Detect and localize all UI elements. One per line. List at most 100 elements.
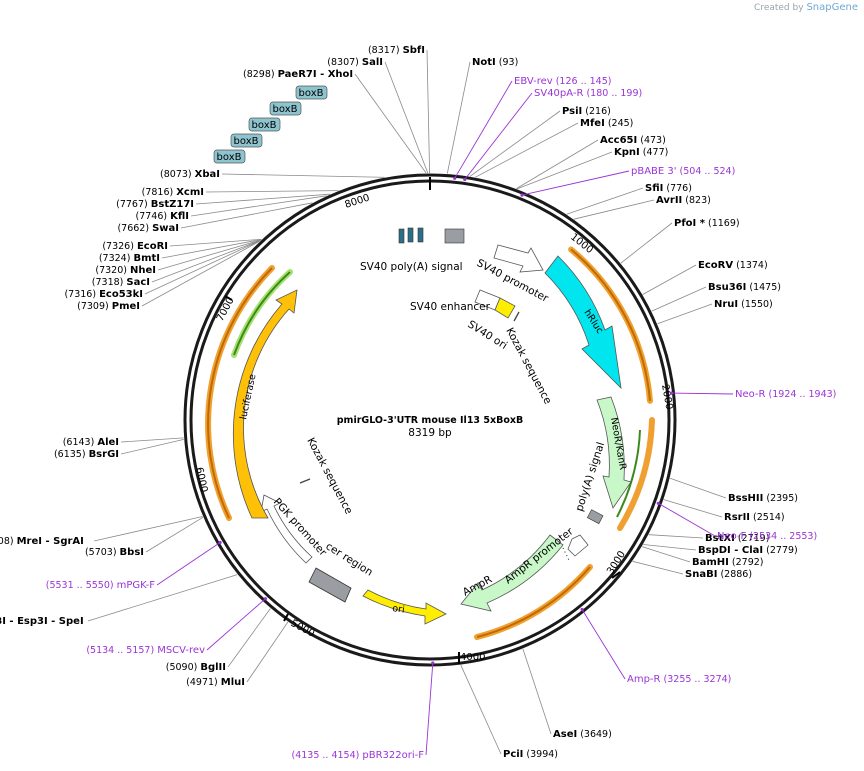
primer-leader — [581, 609, 626, 680]
site-xbai[interactable]: (8073) XbaI — [160, 169, 385, 180]
boxb-box-5[interactable] — [213, 149, 246, 164]
site-psii[interactable]: PsiI (216) — [469, 106, 611, 177]
primer-label: (5134 .. 5157) MSCV-rev — [86, 645, 205, 656]
site-sali[interactable]: (8307) SalI — [327, 57, 429, 174]
site-bsrgi[interactable]: (6135) BsrGI — [54, 439, 184, 460]
site-mlui[interactable]: (4971) MluI — [186, 621, 289, 688]
primer-neo-r[interactable]: Neo-R (1924 .. 1943) — [669, 389, 836, 400]
site-name: MluI — [221, 677, 245, 688]
site-extra: - XhoI — [317, 69, 354, 80]
site-label: (5708) MreI - SgrAI — [0, 536, 84, 547]
site-mfei[interactable]: MfeI (245) — [475, 118, 634, 178]
site-bspdi[interactable]: BspDI - ClaI (2779) — [643, 544, 798, 557]
site-name: XbaI — [195, 169, 220, 180]
tick-3000: 3000 — [605, 549, 628, 576]
primer-sv40pa-r[interactable]: SV40pA-R (180 .. 199) — [463, 88, 642, 182]
site-label: (4971) MluI — [186, 677, 245, 688]
site-leader — [620, 222, 673, 264]
feature-sv40-enhancer-ori[interactable]: SV40 enhancer SV40 ori Kozak sequence — [410, 289, 554, 406]
primer-name: pBABE 3' — [631, 166, 677, 177]
site-pos: (5708) — [0, 536, 17, 547]
site-bmti[interactable]: (7324) BmtI — [99, 239, 262, 265]
primer-neo-f[interactable]: Neo-F (2534 .. 2553) — [656, 501, 817, 542]
site-nhei[interactable]: (7320) NheI — [95, 239, 261, 276]
primer-mpgk-f[interactable]: (5531 .. 5550) mPGK-F — [46, 540, 222, 591]
primer-ebv-rev[interactable]: EBV-rev (126 .. 145) — [453, 76, 611, 180]
orf-hrluc-arrow — [570, 248, 651, 401]
site-leader — [460, 664, 502, 755]
site-alei[interactable]: (6143) AleI — [63, 437, 184, 448]
site-rsrii[interactable]: RsrII (2514) — [663, 499, 785, 523]
backbone-outer-ring — [183, 173, 677, 667]
site-bstxi[interactable]: BstXI (2719) — [648, 533, 770, 544]
site-sbfi[interactable]: (8317) SbfI — [368, 45, 430, 174]
site-bglii[interactable]: (5090) BglII — [166, 608, 271, 674]
site-snabi[interactable]: SnaBI (2886) — [632, 560, 752, 580]
site-ecorv[interactable]: EcoRV (1374) — [642, 260, 768, 295]
site-kfli[interactable]: (7746) KflI — [136, 195, 327, 222]
site-swai[interactable]: (7662) SwaI — [117, 202, 313, 234]
site-label: (7767) BstZ17I — [116, 199, 194, 210]
site-bbsi[interactable]: (5703) BbsI — [85, 516, 204, 558]
site-name: BspDI — [698, 545, 731, 556]
primer-binding-sites: EBV-rev (126 .. 145)SV40pA-R (180 .. 199… — [46, 76, 837, 761]
site-bamhi[interactable]: BamHI (2792) — [641, 546, 764, 568]
site-leader — [657, 303, 713, 325]
site-label: (7816) XcmI — [142, 187, 204, 198]
site-kpni[interactable]: KpnI (477) — [516, 147, 668, 190]
site-name: BglII — [200, 662, 226, 673]
site-saci[interactable]: (7318) SacI — [92, 239, 261, 288]
site-ecori[interactable]: (7326) EcoRI — [102, 238, 262, 252]
site-sfii[interactable]: SfiI (776) — [566, 183, 692, 215]
site-eco53ki[interactable]: (7316) Eco53kI — [64, 240, 261, 301]
primer-range: (2534 .. 2553) — [746, 531, 817, 542]
site-label: (5344) BsmBI - Esp3I - SpeI — [0, 616, 84, 627]
site-name: PfoI * — [674, 218, 706, 229]
site-paer7i[interactable]: (8298) PaeR7I - XhoI — [243, 69, 427, 174]
feature-hrluc[interactable]: hRluc — [544, 255, 622, 390]
site-label: (7746) KflI — [136, 211, 190, 222]
site-leader — [384, 61, 429, 174]
site-pmei[interactable]: (7309) PmeI — [77, 241, 260, 312]
feature-ampr[interactable]: AmpR promoter AmpR — [460, 525, 589, 612]
primer-pbabe-3[interactable]: pBABE 3' (504 .. 524) — [520, 166, 735, 197]
site-bsshii[interactable]: BssHII (2395) — [669, 477, 798, 504]
site-acc65i[interactable]: Acc65I (473) — [516, 135, 666, 189]
site-label: (7309) PmeI — [77, 301, 140, 312]
boxb-box-1[interactable] — [295, 85, 328, 100]
site-name: MfeI — [580, 118, 605, 129]
site-pos: (776) — [663, 183, 692, 194]
primer-mscv-rev[interactable]: (5134 .. 5157) MSCV-rev — [86, 597, 267, 656]
site-leader — [475, 122, 579, 178]
boxb-box-3[interactable] — [248, 117, 281, 132]
site-pfoi[interactable]: PfoI * (1169) — [620, 218, 740, 264]
feature-pgk-promoter[interactable]: PGK promoter Kozak sequence — [260, 436, 355, 564]
site-avrii[interactable]: AvrII (823) — [573, 195, 711, 220]
pgk-promoter-arrow — [260, 494, 313, 564]
boxb-box-4[interactable] — [230, 133, 263, 148]
site-mrei[interactable]: (5708) MreI - SgrAI — [0, 516, 203, 548]
site-bstz17i[interactable]: (7767) BstZ17I — [116, 193, 331, 210]
plasmid-length: 8319 bp — [408, 427, 452, 439]
site-bsmbi[interactable]: (5344) BsmBI - Esp3I - SpeI — [0, 574, 238, 627]
feature-sv40-polya[interactable]: SV40 poly(A) signal — [360, 227, 465, 273]
site-leader — [145, 516, 204, 553]
boxb-box-2[interactable] — [269, 101, 302, 116]
feature-luciferase[interactable]: luciferase — [232, 289, 298, 519]
feature-ori[interactable]: ori — [362, 589, 447, 625]
site-noti[interactable]: NotI (93) — [446, 57, 518, 174]
site-xcmi[interactable]: (7816) XcmI — [142, 187, 339, 198]
site-pcii[interactable]: PciI (3994) — [460, 664, 558, 760]
primer-marker — [431, 661, 435, 665]
tick-line-3000 — [611, 571, 621, 579]
site-bsu36i[interactable]: Bsu36I (1475) — [651, 282, 781, 312]
primer-label: (4135 .. 4154) pBR322ori-F — [292, 750, 425, 761]
primer-amp-r[interactable]: Amp-R (3255 .. 3274) — [580, 607, 732, 685]
site-pos: (7816) — [142, 187, 177, 198]
boxb-boxes: boxB boxB boxB boxB boxB — [213, 85, 328, 164]
site-pos: (245) — [605, 118, 634, 129]
site-asei[interactable]: AseI (3649) — [522, 648, 612, 740]
site-label: (7662) SwaI — [117, 223, 179, 234]
site-nrui[interactable]: NruI (1550) — [657, 299, 773, 325]
primer-pbr322ori-f[interactable]: (4135 .. 4154) pBR322ori-F — [292, 661, 435, 761]
